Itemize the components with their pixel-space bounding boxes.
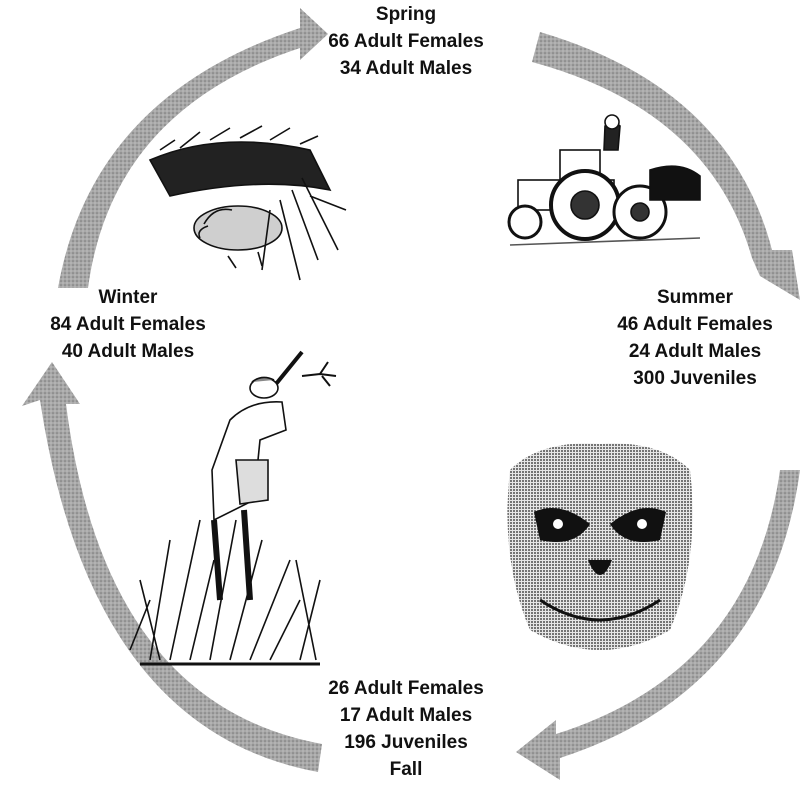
season-fall: 26 Adult Females 17 Adult Males 196 Juve… [276, 676, 536, 784]
season-title: Spring [0, 2, 812, 29]
season-summer: Summer 46 Adult Females 24 Adult Males 3… [578, 285, 812, 393]
season-title: Summer [578, 285, 812, 312]
flying-bird-illustration [302, 362, 336, 386]
count-adult-males: 34 Adult Males [0, 56, 812, 83]
rabbit-in-grass-illustration [150, 126, 346, 280]
raccoon-face-illustration [508, 444, 693, 650]
count-adult-females: 46 Adult Females [578, 312, 812, 339]
season-title: Fall [276, 757, 536, 784]
count-adult-males: 40 Adult Males [0, 339, 256, 366]
season-spring: Spring 66 Adult Females 34 Adult Males [0, 2, 812, 83]
count-juveniles: 196 Juveniles [276, 730, 536, 757]
count-adult-females: 66 Adult Females [0, 29, 812, 56]
count-adult-males: 24 Adult Males [578, 339, 812, 366]
farmer-on-tractor-illustration [509, 115, 700, 245]
count-adult-males: 17 Adult Males [276, 703, 536, 730]
season-winter: Winter 84 Adult Females 40 Adult Males [0, 285, 256, 366]
hunter-aiming-illustration [130, 352, 320, 664]
count-adult-females: 84 Adult Females [0, 312, 256, 339]
count-adult-females: 26 Adult Females [276, 676, 536, 703]
count-juveniles: 300 Juveniles [578, 366, 812, 393]
season-title: Winter [0, 285, 256, 312]
